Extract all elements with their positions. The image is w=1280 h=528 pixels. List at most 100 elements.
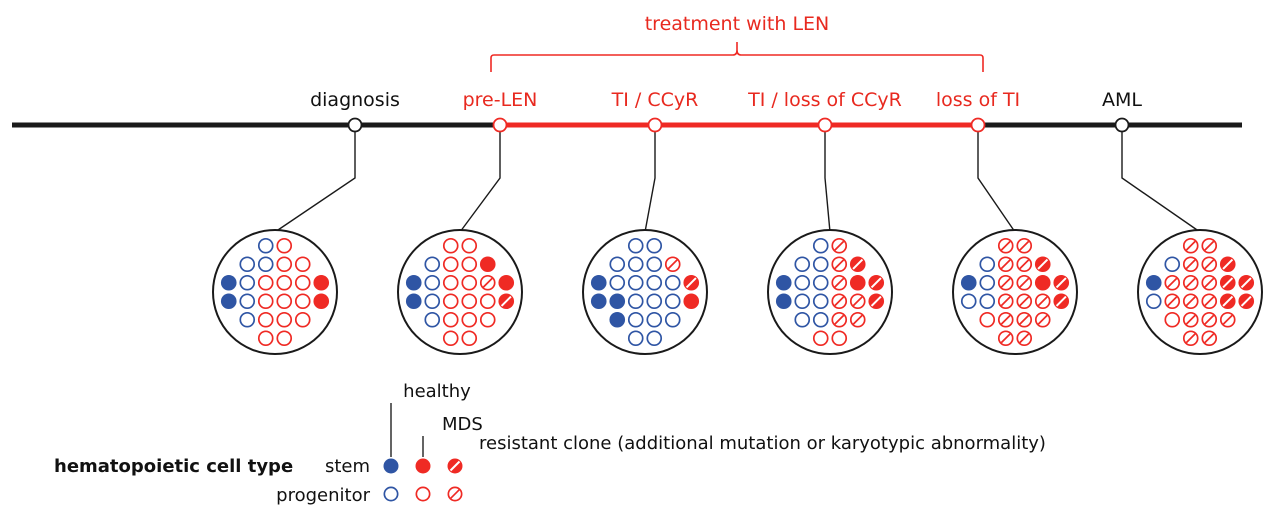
- resistant-progenitor-cell: [664, 256, 681, 273]
- marrow-ti-loss-ccyr: [767, 229, 893, 355]
- resistant-progenitor-cell: [831, 311, 848, 328]
- connector-line: [644, 125, 656, 233]
- timepoint-pre-len: pre-LEN: [459, 89, 538, 233]
- healthy-progenitor-cell: [239, 256, 256, 273]
- healthy-progenitor-cell: [1164, 256, 1181, 273]
- healthy-progenitor-cell: [627, 256, 644, 273]
- legend-mds-label: MDS: [442, 414, 483, 435]
- healthy-stem-cell: [383, 458, 399, 474]
- mds-progenitor-cell: [276, 274, 293, 291]
- mds-progenitor-cell: [461, 311, 478, 328]
- healthy-progenitor-cell: [664, 274, 681, 291]
- legend-progenitor-label: progenitor: [276, 485, 370, 506]
- mds-progenitor-cell: [276, 293, 293, 310]
- mds-progenitor-cell: [276, 237, 293, 254]
- healthy-stem-cell: [405, 293, 422, 310]
- resistant-stem-cell: [447, 458, 463, 474]
- mds-progenitor-cell: [442, 237, 459, 254]
- resistant-progenitor-cell: [1201, 237, 1218, 254]
- resistant-stem-cell: [498, 293, 515, 310]
- resistant-progenitor-cell: [1016, 293, 1033, 310]
- mds-stem-cell: [1034, 274, 1051, 291]
- mds-progenitor-cell: [461, 274, 478, 291]
- resistant-stem-cell: [1034, 256, 1051, 273]
- mds-progenitor-cell: [1164, 311, 1181, 328]
- resistant-progenitor-cell: [1182, 274, 1199, 291]
- resistant-progenitor-cell: [1201, 330, 1218, 347]
- timepoint-label: diagnosis: [310, 89, 400, 111]
- healthy-progenitor-cell: [239, 274, 256, 291]
- mds-progenitor-cell: [294, 256, 311, 273]
- healthy-progenitor-cell: [979, 293, 996, 310]
- mds-progenitor-cell: [276, 311, 293, 328]
- resistant-progenitor-cell: [1201, 311, 1218, 328]
- healthy-progenitor-cell: [979, 274, 996, 291]
- legend-healthy-label: healthy: [403, 381, 471, 402]
- mds-progenitor-cell: [461, 237, 478, 254]
- mds-stem-cell: [849, 274, 866, 291]
- resistant-progenitor-cell: [1016, 330, 1033, 347]
- resistant-stem-cell: [868, 274, 885, 291]
- healthy-progenitor-cell: [794, 311, 811, 328]
- connector-line: [977, 125, 1016, 233]
- resistant-progenitor-cell: [1182, 237, 1199, 254]
- healthy-progenitor-cell: [664, 293, 681, 310]
- mds-progenitor-cell: [442, 330, 459, 347]
- resistant-stem-cell: [849, 256, 866, 273]
- mds-progenitor-cell: [257, 293, 274, 310]
- bone-marrow-outline: [582, 229, 708, 355]
- healthy-progenitor-cell: [646, 330, 663, 347]
- resistant-progenitor-cell: [997, 274, 1014, 291]
- timepoint-label: pre-LEN: [463, 89, 538, 111]
- bone-marrow-outline: [212, 229, 338, 355]
- healthy-stem-cell: [609, 293, 626, 310]
- resistant-progenitor-cell: [1016, 311, 1033, 328]
- healthy-progenitor-cell: [627, 330, 644, 347]
- resistant-progenitor-cell: [1219, 311, 1236, 328]
- legend-stem-label: stem: [325, 456, 370, 477]
- marrow-diagnosis: [212, 229, 338, 355]
- healthy-stem-cell: [220, 274, 237, 291]
- timepoint-diagnosis: diagnosis: [274, 89, 400, 233]
- timepoint-marker: [492, 117, 508, 133]
- healthy-progenitor-cell: [627, 311, 644, 328]
- resistant-stem-cell: [1053, 293, 1070, 310]
- timepoint-aml: AML: [1102, 89, 1201, 233]
- mds-stem-cell: [498, 274, 515, 291]
- mds-progenitor-cell: [979, 311, 996, 328]
- mds-progenitor-cell: [442, 293, 459, 310]
- marrow-loss-ti: [952, 229, 1078, 355]
- mds-progenitor-cell: [442, 274, 459, 291]
- resistant-progenitor-cell: [1201, 274, 1218, 291]
- marrow-ti-ccyr: [582, 229, 708, 355]
- mds-stem-cell: [415, 458, 431, 474]
- healthy-progenitor-cell: [812, 256, 829, 273]
- healthy-progenitor-cell: [794, 274, 811, 291]
- mds-progenitor-cell: [415, 486, 431, 502]
- mds-progenitor-cell: [442, 311, 459, 328]
- healthy-progenitor-cell: [812, 311, 829, 328]
- healthy-progenitor-cell: [960, 293, 977, 310]
- resistant-progenitor-cell: [831, 274, 848, 291]
- healthy-progenitor-cell: [257, 256, 274, 273]
- healthy-progenitor-cell: [383, 486, 399, 502]
- legend-title: hematopoietic cell type: [54, 456, 293, 477]
- mds-progenitor-cell: [479, 311, 496, 328]
- resistant-progenitor-cell: [1164, 293, 1181, 310]
- healthy-progenitor-cell: [812, 237, 829, 254]
- resistant-progenitor-cell: [1164, 274, 1181, 291]
- bone-marrow-outline: [767, 229, 893, 355]
- healthy-stem-cell: [220, 293, 237, 310]
- mds-stem-cell: [313, 274, 330, 291]
- timepoint-label: AML: [1102, 89, 1142, 111]
- resistant-stem-cell: [1053, 274, 1070, 291]
- bone-marrow-outline: [952, 229, 1078, 355]
- healthy-stem-cell: [960, 274, 977, 291]
- mds-progenitor-cell: [831, 330, 848, 347]
- bone-marrow-outline: [397, 229, 523, 355]
- mds-stem-cell: [313, 293, 330, 310]
- timepoint-label: TI / CCyR: [611, 89, 699, 111]
- timepoint-label: TI / loss of CCyR: [747, 89, 902, 111]
- mds-progenitor-cell: [276, 330, 293, 347]
